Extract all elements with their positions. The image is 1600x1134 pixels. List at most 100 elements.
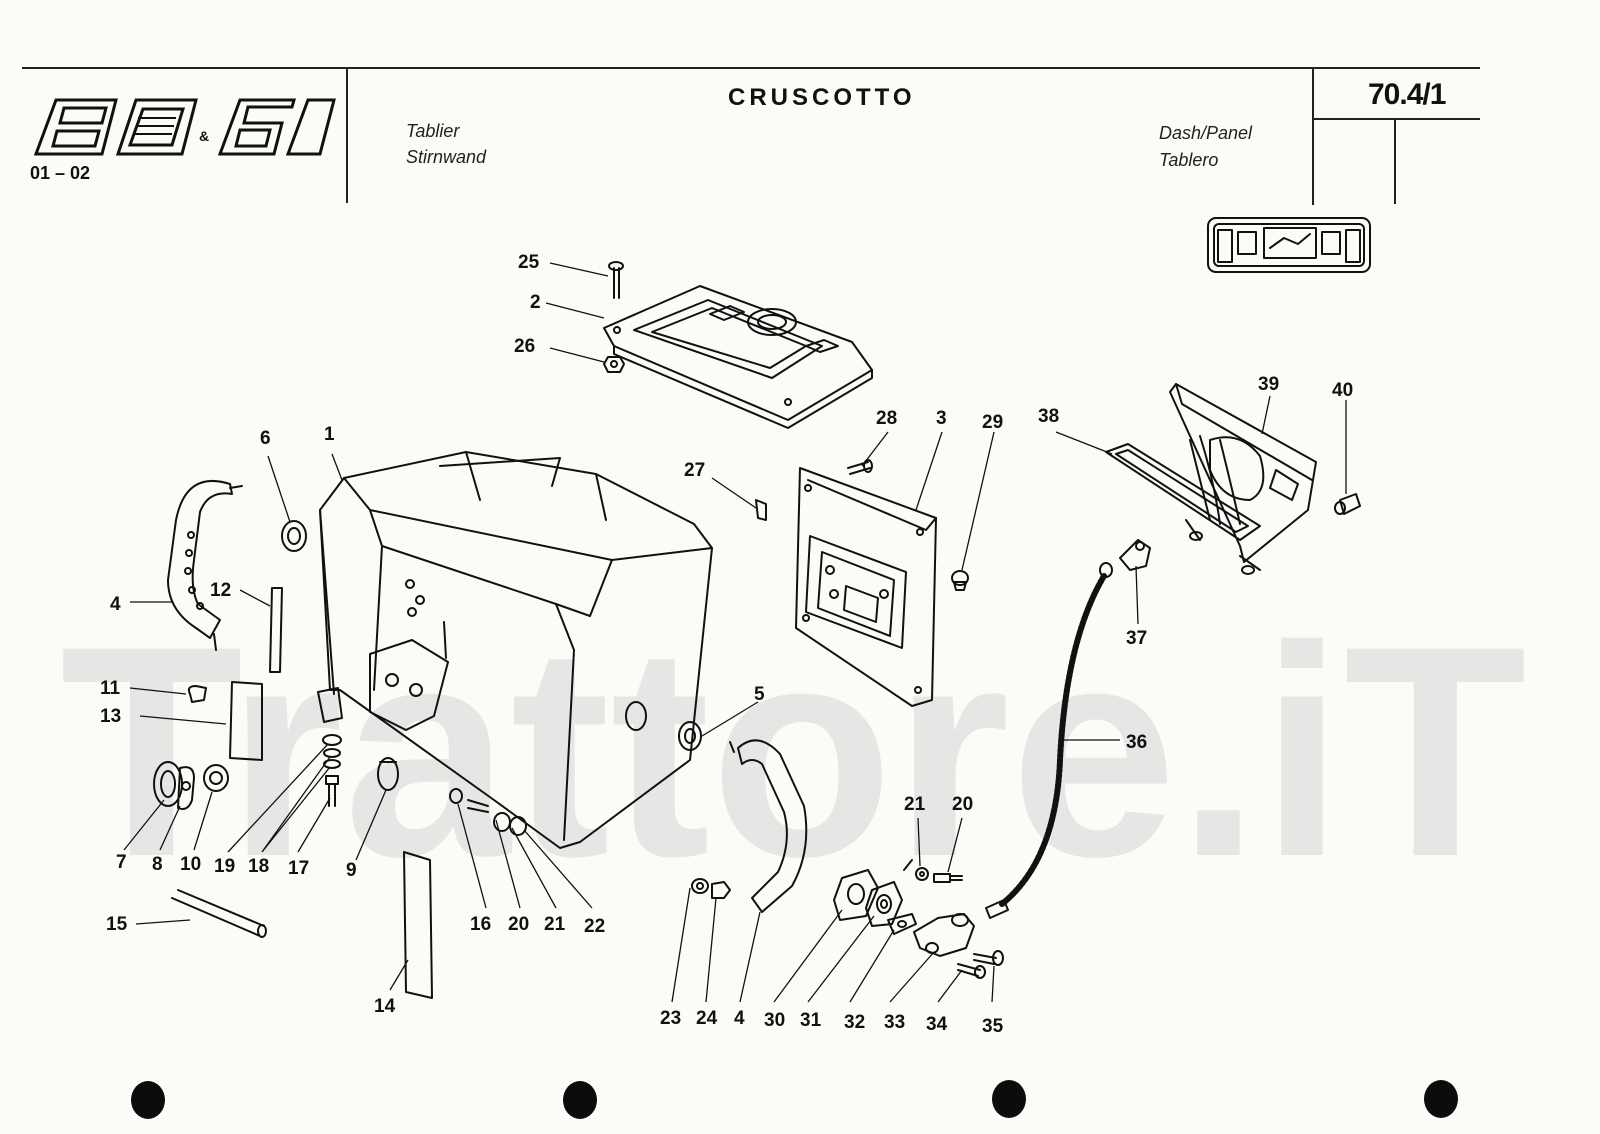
callout-40: 40 [1332, 380, 1353, 401]
callout-22: 22 [584, 916, 605, 937]
leader-lines [123, 262, 1347, 1003]
instrument-panel-thumbnail [1207, 217, 1371, 273]
callout-labels: 25 2 26 6 1 4 12 11 13 7 8 10 19 18 17 9… [100, 252, 1353, 1037]
callout-32: 32 [844, 1012, 865, 1033]
grommet-5 [678, 721, 702, 751]
title-english: Dash/Panel [1159, 123, 1253, 143]
clip-11 [187, 685, 207, 703]
callout-19: 19 [214, 856, 235, 877]
callout-7: 7 [116, 852, 127, 873]
callout-23: 23 [660, 1008, 681, 1029]
callout-33: 33 [884, 1012, 905, 1033]
instrument-panel-plate [795, 467, 937, 707]
callout-28: 28 [876, 408, 897, 429]
model-logo: & [33, 98, 336, 156]
header-divider-left [346, 67, 348, 203]
callout-11: 11 [100, 678, 121, 699]
title-spanish: Tablero [1159, 150, 1219, 170]
strip-14 [403, 851, 433, 999]
callout-9: 9 [346, 860, 357, 881]
callout-3: 3 [936, 408, 947, 429]
callout-37: 37 [1126, 628, 1147, 649]
page-title: CRUSCOTTO [728, 84, 916, 111]
callout-27: 27 [684, 460, 705, 481]
callout-18: 18 [248, 856, 269, 877]
callout-4-right: 4 [734, 1008, 745, 1029]
drive-housing-33 [913, 913, 975, 957]
header-divider-right [1312, 67, 1314, 205]
header-top-rule [22, 67, 1480, 69]
callout-35: 35 [982, 1016, 1004, 1037]
callout-21-right: 21 [904, 794, 926, 815]
header-code-rule [1312, 118, 1480, 120]
screw-28 [847, 459, 873, 475]
callout-1: 1 [324, 424, 335, 445]
plug-29 [951, 570, 969, 591]
flange-31 [865, 881, 903, 927]
nut-26 [603, 356, 625, 373]
bolt-washers-16-22 [449, 788, 527, 836]
callout-17: 17 [288, 858, 309, 879]
callout-34: 34 [926, 1014, 948, 1035]
callout-13: 13 [100, 706, 121, 727]
bolt-17 [325, 775, 339, 807]
title-german: Stirnwand [406, 147, 487, 167]
svg-text:&: & [199, 128, 209, 144]
callout-24: 24 [696, 1008, 718, 1029]
callout-26: 26 [514, 336, 535, 357]
callout-21-left: 21 [544, 914, 566, 935]
dash-top-cover [603, 285, 873, 429]
tube-15 [171, 889, 267, 938]
gasket-38 [1105, 443, 1261, 541]
clip-27 [755, 499, 767, 521]
callout-30: 30 [764, 1010, 785, 1031]
rod-12 [269, 587, 283, 673]
watermark-text: Trattore.iT [60, 583, 1527, 919]
screw-35 [973, 950, 1004, 966]
plug-9 [377, 757, 399, 791]
header-code-stub [1394, 118, 1396, 204]
callout-39: 39 [1258, 374, 1279, 395]
punch-hole [131, 1081, 165, 1119]
callout-12: 12 [210, 580, 231, 601]
callout-14: 14 [374, 996, 396, 1017]
callout-2: 2 [530, 292, 541, 313]
plug-10 [203, 764, 229, 792]
callout-8: 8 [152, 854, 163, 875]
bulb-40 [1334, 493, 1361, 515]
page-code: 70.4/1 [1368, 78, 1446, 111]
washer-bolt-21-20 [903, 859, 963, 883]
washer-nut-23-24 [691, 878, 731, 899]
instrument-cluster-39 [1169, 383, 1317, 575]
punch-hole [992, 1080, 1026, 1118]
callout-5: 5 [754, 684, 765, 705]
screw-25 [608, 261, 624, 299]
callout-20-left: 20 [508, 914, 529, 935]
grommet-6 [281, 520, 307, 552]
callout-38: 38 [1038, 406, 1059, 427]
callout-31: 31 [800, 1010, 822, 1031]
callout-25: 25 [518, 252, 540, 273]
grab-handle-right [729, 739, 808, 913]
title-french: Tablier [406, 121, 460, 141]
callout-20-right: 20 [952, 794, 973, 815]
cover-plate-13 [229, 681, 263, 761]
callout-6: 6 [260, 428, 271, 449]
callout-36: 36 [1126, 732, 1147, 753]
callout-29: 29 [982, 412, 1003, 433]
punch-hole [1424, 1080, 1458, 1118]
model-range: 01 – 02 [30, 163, 91, 183]
gasket-32 [887, 913, 917, 935]
tachometer-cable-36 [985, 562, 1113, 919]
grab-handle-left [167, 479, 243, 651]
flange-30 [833, 869, 879, 921]
screw-34 [957, 963, 986, 979]
callout-10: 10 [180, 854, 201, 875]
callout-16: 16 [470, 914, 491, 935]
plate-8 [177, 766, 195, 810]
callout-15: 15 [106, 914, 128, 935]
washers-18-19 [322, 734, 342, 769]
punch-hole [563, 1081, 597, 1119]
